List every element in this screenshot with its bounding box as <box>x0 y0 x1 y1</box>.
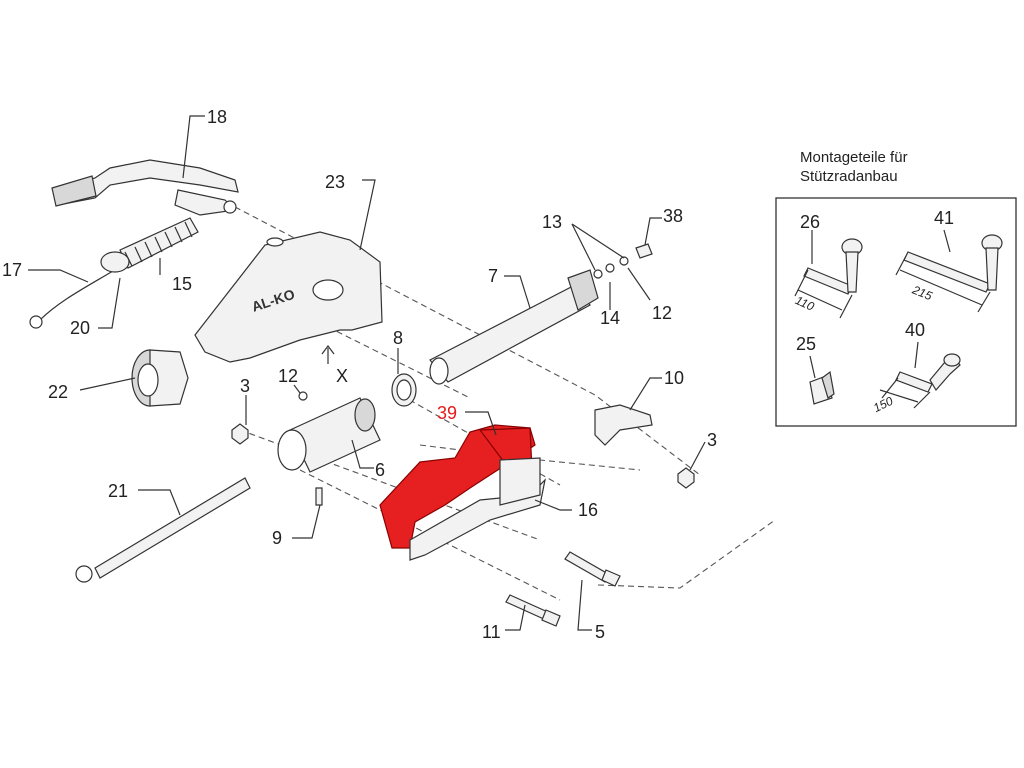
dimension-215: 215 <box>909 282 934 303</box>
part-7-tube <box>429 269 599 385</box>
label-part-9: 9 <box>272 528 282 548</box>
part-40-crank-bolt <box>879 353 961 409</box>
label-part-16: 16 <box>578 500 598 520</box>
part-8-ring <box>391 373 417 407</box>
label-part-13: 13 <box>542 212 562 232</box>
label-part-14: 14 <box>600 308 620 328</box>
part-9-grease-nipple <box>315 487 323 506</box>
part-22-bellows <box>131 349 189 407</box>
label-part-40: 40 <box>905 320 925 340</box>
label-part-18: 18 <box>207 107 227 127</box>
label-direction-x: X <box>336 366 348 386</box>
label-part-38: 38 <box>663 206 683 226</box>
leader-lines <box>28 115 706 631</box>
label-part-12-lower: 12 <box>278 366 298 386</box>
inset-caption-line2: Stützradanbau <box>800 168 898 185</box>
label-part-15: 15 <box>172 274 192 294</box>
part-20-clamp <box>100 251 130 273</box>
label-part-8: 8 <box>393 328 403 348</box>
part-41-bolt <box>895 234 1003 313</box>
part-18-handbrake-lever <box>51 159 239 216</box>
inset-frame <box>775 197 1017 427</box>
part-17-cable <box>29 267 119 329</box>
part-15-spring <box>119 217 199 269</box>
label-part-3-right: 3 <box>707 430 717 450</box>
part-6-damper-housing <box>277 397 381 473</box>
label-part-3-left: 3 <box>240 376 250 396</box>
part-25-clip <box>809 370 835 405</box>
label-part-39-highlighted: 39 <box>437 403 457 423</box>
label-part-12-upper: 12 <box>652 303 672 323</box>
part-3-nut-right <box>677 467 695 489</box>
inset-mounting-parts <box>775 197 1017 427</box>
label-part-5: 5 <box>595 622 605 642</box>
label-part-10: 10 <box>664 368 684 388</box>
part-16-clamp-bracket <box>409 457 546 561</box>
part-26-bolt <box>794 238 863 319</box>
label-part-21: 21 <box>108 481 128 501</box>
part-23-housing: AL-KO <box>194 231 383 364</box>
label-part-11: 11 <box>482 622 501 642</box>
part-11-bolt <box>505 594 561 627</box>
dimension-150: 150 <box>871 394 895 416</box>
parts-13-14-12-38-fasteners <box>593 243 653 279</box>
label-part-7: 7 <box>488 266 498 286</box>
label-part-6: 6 <box>375 460 385 480</box>
label-part-23: 23 <box>325 172 345 192</box>
part-12-washer <box>298 391 308 401</box>
label-part-41: 41 <box>934 208 954 228</box>
inset-caption-line1: Montageteile für <box>800 149 908 166</box>
part-21-pushrod <box>75 477 251 583</box>
label-part-25: 25 <box>796 334 816 354</box>
label-part-22: 22 <box>48 382 68 402</box>
label-part-20: 20 <box>70 318 90 338</box>
part-3-nut-left <box>231 423 249 445</box>
part-5-bolt <box>564 551 621 587</box>
label-part-26: 26 <box>800 212 820 232</box>
part-10-lever <box>594 404 653 446</box>
label-part-17: 17 <box>2 260 22 280</box>
